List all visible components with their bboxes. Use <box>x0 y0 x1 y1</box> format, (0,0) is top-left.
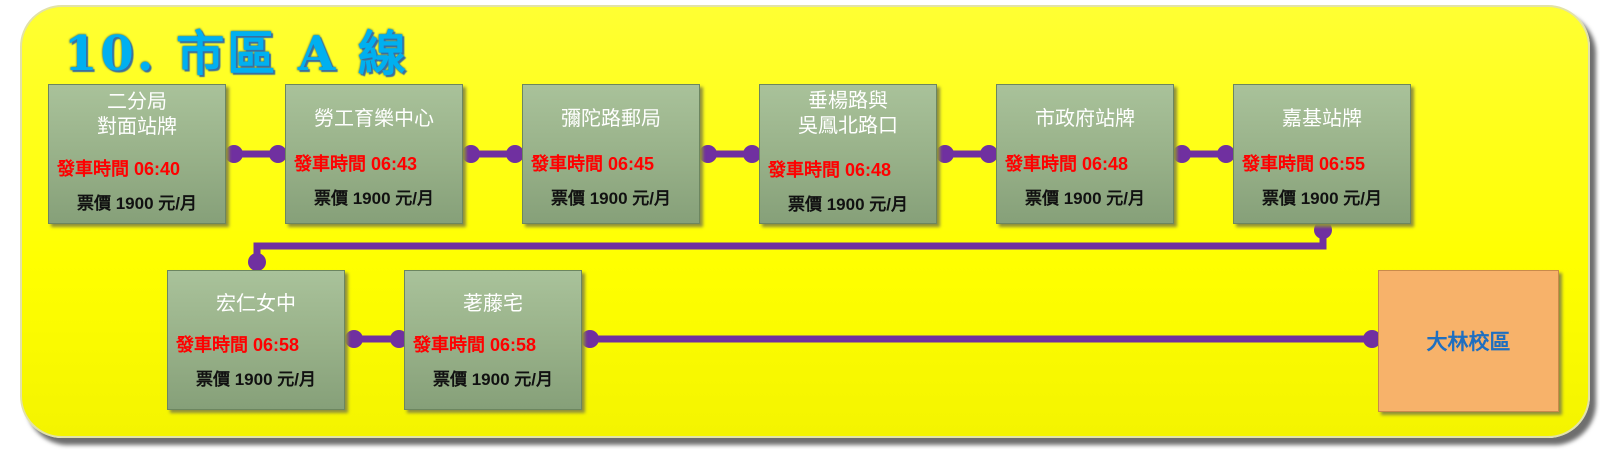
connector-dot <box>248 253 266 271</box>
connector-dot <box>1217 145 1235 163</box>
stop-fare: 票價 1900 元/月 <box>1025 189 1145 208</box>
stop-2: 勞工育樂中心 發車時間 06:43 票價 1900 元/月 <box>285 84 463 224</box>
stop-departure-time: 發車時間 06:40 <box>57 159 181 179</box>
stop-4: 垂楊路與 吳鳳北路口 發車時間 06:48 票價 1900 元/月 <box>759 84 937 224</box>
stop-8: 荖藤宅 發車時間 06:58 票價 1900 元/月 <box>404 270 582 410</box>
stop-departure-time: 發車時間 06:48 <box>1005 154 1129 174</box>
stop-name: 垂楊路與 吳鳳北路口 <box>798 90 898 137</box>
connector-dot <box>581 330 599 348</box>
stop-fare: 票價 1900 元/月 <box>1262 189 1382 208</box>
connector-dot <box>345 330 363 348</box>
route-title: 10. 市區 A 線 <box>64 26 409 82</box>
stop-fare: 票價 1900 元/月 <box>433 370 553 389</box>
connector-dot <box>936 145 954 163</box>
stop-departure-time: 發車時間 06:43 <box>294 154 418 174</box>
stop-name: 嘉基站牌 <box>1282 108 1362 130</box>
stop-departure-time: 發車時間 06:45 <box>531 154 655 174</box>
connector-dot <box>462 145 480 163</box>
destination-box: 大林校區 <box>1378 270 1559 412</box>
stop-fare: 票價 1900 元/月 <box>77 194 197 213</box>
connector-6-7 <box>253 226 1327 268</box>
stop-name: 宏仁女中 <box>216 293 296 315</box>
connector-dot <box>743 145 761 163</box>
stop-fare: 票價 1900 元/月 <box>314 189 434 208</box>
stop-name: 市政府站牌 <box>1035 108 1135 130</box>
stop-fare: 票價 1900 元/月 <box>196 370 316 389</box>
stop-departure-time: 發車時間 06:58 <box>176 335 300 355</box>
connector-dot <box>980 145 998 163</box>
stop-fare: 票價 1900 元/月 <box>551 189 671 208</box>
connector-dot <box>1173 145 1191 163</box>
connector-dot <box>269 145 287 163</box>
stop-6: 嘉基站牌 發車時間 06:55 票價 1900 元/月 <box>1233 84 1411 224</box>
stop-3: 彌陀路郵局 發車時間 06:45 票價 1900 元/月 <box>522 84 700 224</box>
stop-departure-time: 發車時間 06:58 <box>413 335 537 355</box>
connector-dot <box>699 145 717 163</box>
stop-name: 荖藤宅 <box>463 293 523 315</box>
connector-dot <box>506 145 524 163</box>
stop-name: 彌陀路郵局 <box>561 108 661 130</box>
stop-name: 二分局 對面站牌 <box>97 91 177 138</box>
destination-name: 大林校區 <box>1426 331 1511 354</box>
connector-dot <box>225 145 243 163</box>
connector-dot <box>390 330 408 348</box>
stop-1: 二分局 對面站牌 發車時間 06:40 票價 1900 元/月 <box>48 84 226 224</box>
stop-departure-time: 發車時間 06:48 <box>768 160 892 180</box>
stop-departure-time: 發車時間 06:55 <box>1242 154 1366 174</box>
stop-name: 勞工育樂中心 <box>314 108 434 130</box>
stop-7: 宏仁女中 發車時間 06:58 票價 1900 元/月 <box>167 270 345 410</box>
stop-5: 市政府站牌 發車時間 06:48 票價 1900 元/月 <box>996 84 1174 224</box>
connector-dot <box>1363 330 1381 348</box>
connector-dot <box>1314 221 1332 239</box>
stop-fare: 票價 1900 元/月 <box>788 195 908 214</box>
